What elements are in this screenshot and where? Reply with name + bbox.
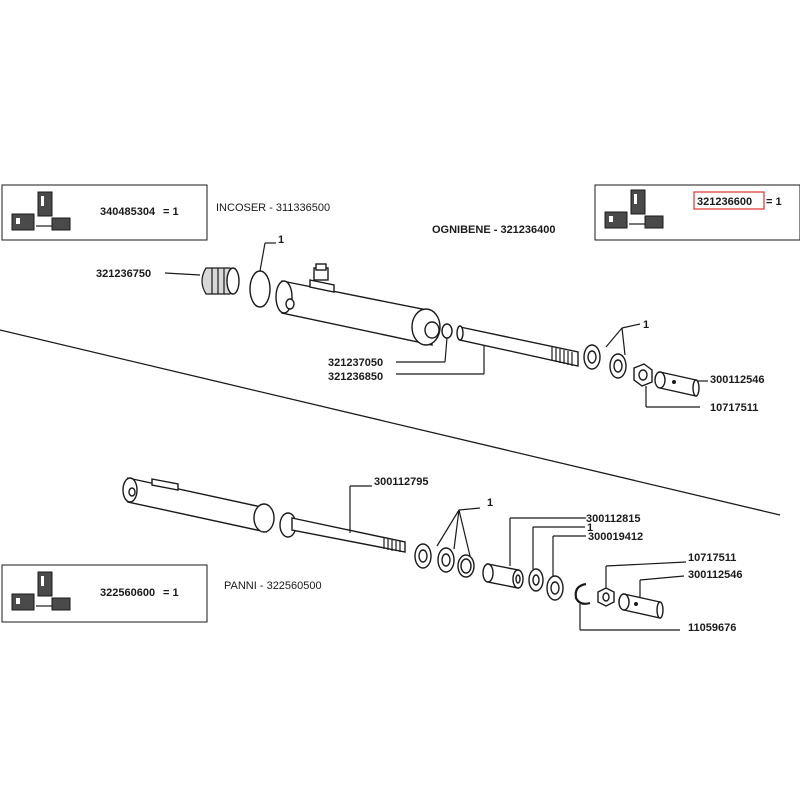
leader-lower-seals-b — [453, 509, 460, 550]
lower-washer-1[interactable] — [528, 568, 544, 592]
label-lower-rod: 300112795 — [374, 476, 428, 488]
upper-bushing[interactable] — [654, 371, 700, 397]
upper-cylinder-barrel[interactable] — [275, 263, 441, 346]
upper-small-ring[interactable] — [441, 323, 453, 339]
lower-seal-1[interactable] — [414, 543, 432, 569]
kit-b-qty: = 1 — [766, 196, 782, 208]
leader-lower-seals-a — [436, 509, 460, 547]
label-lower-nut: 10717511 — [688, 552, 736, 564]
lower-seal-3[interactable] — [457, 554, 475, 578]
upper-seal-1[interactable] — [583, 344, 601, 370]
leader-upper-seals-a — [605, 327, 623, 348]
leader-lower-seals-c — [458, 509, 471, 557]
upper-end-cap[interactable] — [201, 267, 240, 295]
kit-b-highlight — [693, 191, 765, 210]
label-lower-circlip: 11059676 — [688, 622, 736, 634]
lower-nut[interactable] — [597, 587, 615, 607]
lower-seal-2[interactable] — [437, 547, 455, 573]
kit-b-code: 321236600 — [697, 196, 752, 208]
kit-a-qty: = 1 — [163, 206, 179, 218]
leader-upper-oring — [259, 242, 266, 272]
label-lower-piston: 300112815 — [586, 513, 640, 525]
label-upper-nut: 10717511 — [710, 402, 758, 414]
upper-oring[interactable] — [249, 270, 271, 308]
label-upper-ring: 321237050 — [328, 357, 383, 369]
label-lower-bushing: 300112546 — [688, 569, 742, 581]
label-lower-seals-qty: 1 — [487, 497, 493, 509]
lower-bushing[interactable] — [618, 593, 664, 619]
lower-washer-2[interactable] — [546, 575, 564, 601]
kit-box-b[interactable]: 321236600 = 1 — [594, 184, 800, 241]
lower-piston-rod[interactable] — [279, 512, 406, 553]
kit-b-thumbnail — [604, 189, 664, 229]
header-incoser: INCOSER - 311336500 — [216, 202, 330, 214]
leader-upper-cap — [164, 272, 201, 276]
section-divider — [0, 329, 781, 516]
leader-upper-seals-b — [621, 327, 626, 356]
label-upper-seals-qty: 1 — [643, 319, 649, 331]
kit-c-qty: = 1 — [163, 587, 179, 599]
lower-piston[interactable] — [482, 563, 524, 589]
kit-box-c[interactable]: 322560600 = 1 — [1, 564, 208, 623]
kit-a-code: 340485304 — [100, 206, 156, 218]
leader-upper-ring — [444, 337, 448, 363]
header-ognibene: OGNIBENE - 321236400 — [432, 224, 556, 236]
kit-a-thumbnail — [11, 191, 71, 231]
kit-box-a[interactable]: 340485304 = 1 — [1, 184, 208, 241]
label-lower-washer: 300019412 — [588, 531, 643, 543]
header-panni: PANNI - 322560500 — [224, 580, 322, 592]
lower-circlip[interactable] — [574, 582, 591, 605]
label-upper-oring-qty: 1 — [278, 234, 284, 246]
upper-nut[interactable] — [633, 363, 653, 387]
upper-piston-rod[interactable] — [456, 325, 579, 367]
kit-c-thumbnail — [11, 571, 71, 611]
label-lower-washer-qty: 1 — [587, 522, 593, 534]
label-upper-rod: 321236850 — [328, 371, 383, 383]
upper-seal-2[interactable] — [609, 353, 627, 379]
kit-c-code: 322560600 — [100, 587, 155, 599]
label-upper-bushing: 300112546 — [710, 374, 764, 386]
label-upper-cap: 321236750 — [96, 268, 151, 280]
lower-cylinder-barrel[interactable] — [122, 477, 275, 533]
